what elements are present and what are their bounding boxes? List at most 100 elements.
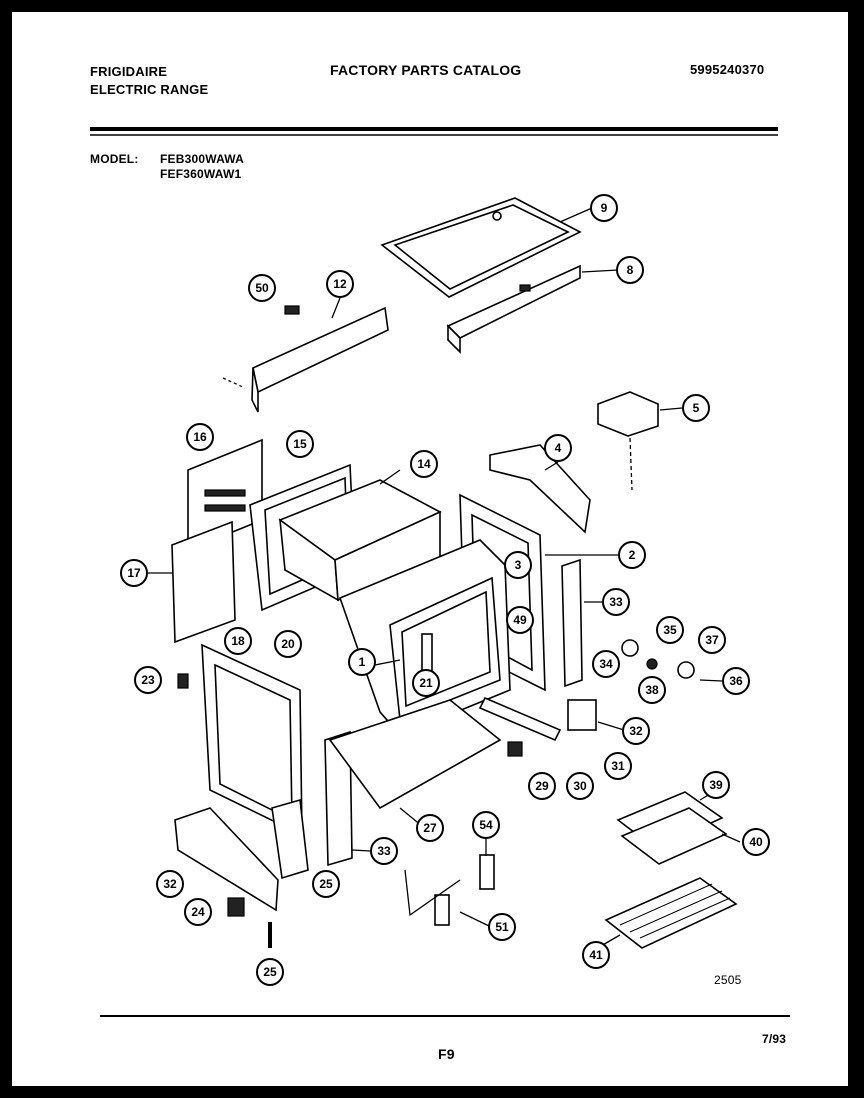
oven-rack-part (604, 877, 738, 949)
callout-34: 34 (592, 650, 620, 678)
svg-text:33: 33 (377, 844, 391, 858)
svg-text:34: 34 (599, 657, 613, 671)
svg-text:24: 24 (191, 905, 205, 919)
svg-text:23: 23 (141, 673, 155, 687)
catalog-number: 5995240370 (690, 62, 765, 77)
svg-text:18: 18 (231, 634, 245, 648)
svg-text:29: 29 (535, 779, 549, 793)
model-label: MODEL: (90, 152, 139, 166)
svg-text:54: 54 (479, 818, 493, 832)
callout-41: 41 (582, 941, 610, 969)
svg-text:1: 1 (359, 655, 366, 669)
svg-text:8: 8 (627, 263, 634, 277)
callout-4: 4 (544, 434, 572, 462)
product-label: ELECTRIC RANGE (90, 82, 209, 97)
cooktop-part (380, 197, 582, 298)
kick-panel-part (174, 807, 279, 912)
callout-24: 24 (184, 898, 212, 926)
svg-text:38: 38 (645, 683, 659, 697)
callout-54: 54 (472, 811, 500, 839)
bottom-panel-part (328, 699, 502, 810)
wire-terminal-part (434, 894, 450, 926)
callout-14: 14 (410, 450, 438, 478)
callout-1: 1 (348, 648, 376, 676)
svg-text:32: 32 (163, 877, 177, 891)
callout-33-upper: 33 (602, 588, 630, 616)
callout-8: 8 (616, 256, 644, 284)
callout-31: 31 (604, 752, 632, 780)
callout-39: 39 (702, 771, 730, 799)
svg-text:12: 12 (333, 277, 347, 291)
callout-51: 51 (488, 913, 516, 941)
rear-panel-part (222, 306, 389, 413)
svg-text:50: 50 (255, 281, 269, 295)
callout-15: 15 (286, 430, 314, 458)
callout-17: 17 (120, 559, 148, 587)
footer-date: 7/93 (762, 1032, 787, 1046)
callout-27: 27 (416, 814, 444, 842)
callout-40: 40 (742, 828, 770, 856)
callout-5: 5 (682, 394, 710, 422)
element-part (479, 854, 495, 890)
lower-rail-part (324, 730, 353, 867)
callout-20: 20 (274, 630, 302, 658)
callout-36: 36 (722, 667, 750, 695)
callout-16: 16 (186, 423, 214, 451)
svg-text:16: 16 (193, 430, 207, 444)
callout-23: 23 (134, 666, 162, 694)
terminal-block-part (597, 391, 659, 491)
brand-label: FRIGIDAIRE (90, 64, 168, 79)
svg-text:14: 14 (417, 457, 431, 471)
svg-text:9: 9 (601, 201, 608, 215)
callout-21: 21 (412, 669, 440, 697)
clip-part (284, 305, 300, 315)
svg-text:35: 35 (663, 623, 677, 637)
callout-32-left: 32 (156, 870, 184, 898)
model-number-1: FEB300WAWA (160, 152, 245, 166)
svg-text:37: 37 (705, 633, 719, 647)
diagram-code: 2505 (714, 973, 742, 987)
callout-3: 3 (504, 551, 532, 579)
bracket-part (177, 673, 189, 689)
oven-back-part (489, 444, 591, 534)
model-number-2: FEF360WAW1 (160, 167, 242, 181)
leveler-part (227, 897, 245, 917)
svg-text:51: 51 (495, 920, 509, 934)
svg-text:25: 25 (319, 877, 333, 891)
svg-text:27: 27 (423, 821, 437, 835)
header-rule-thick (90, 127, 778, 131)
hinge-bracket-part (271, 798, 309, 880)
svg-text:33: 33 (609, 595, 623, 609)
lower-side-panel-part (201, 643, 303, 837)
svg-text:30: 30 (573, 779, 587, 793)
slide-rail-part (478, 696, 562, 742)
front-rail-part (446, 264, 581, 354)
callout-50: 50 (248, 274, 276, 302)
callout-29: 29 (528, 772, 556, 800)
catalog-title: FACTORY PARTS CATALOG (330, 62, 522, 78)
callout-30: 30 (566, 772, 594, 800)
svg-text:4: 4 (555, 441, 562, 455)
svg-text:36: 36 (729, 674, 743, 688)
svg-text:39: 39 (709, 778, 723, 792)
callout-38: 38 (638, 676, 666, 704)
bushing-part (646, 658, 658, 670)
callout-9: 9 (590, 194, 618, 222)
svg-text:21: 21 (419, 676, 433, 690)
callout-37: 37 (698, 626, 726, 654)
callout-32-right: 32 (622, 717, 650, 745)
svg-text:41: 41 (589, 948, 603, 962)
svg-text:32: 32 (629, 724, 643, 738)
switch-part (677, 661, 695, 679)
right-rail-part (561, 558, 583, 688)
svg-text:31: 31 (611, 759, 625, 773)
hinge-part (567, 699, 597, 731)
svg-text:20: 20 (281, 637, 295, 651)
knob-part (621, 639, 639, 657)
callout-25-upper: 25 (312, 870, 340, 898)
svg-text:3: 3 (515, 558, 522, 572)
callout-25-lower: 25 (256, 958, 284, 986)
wire-lead-part (404, 869, 461, 917)
